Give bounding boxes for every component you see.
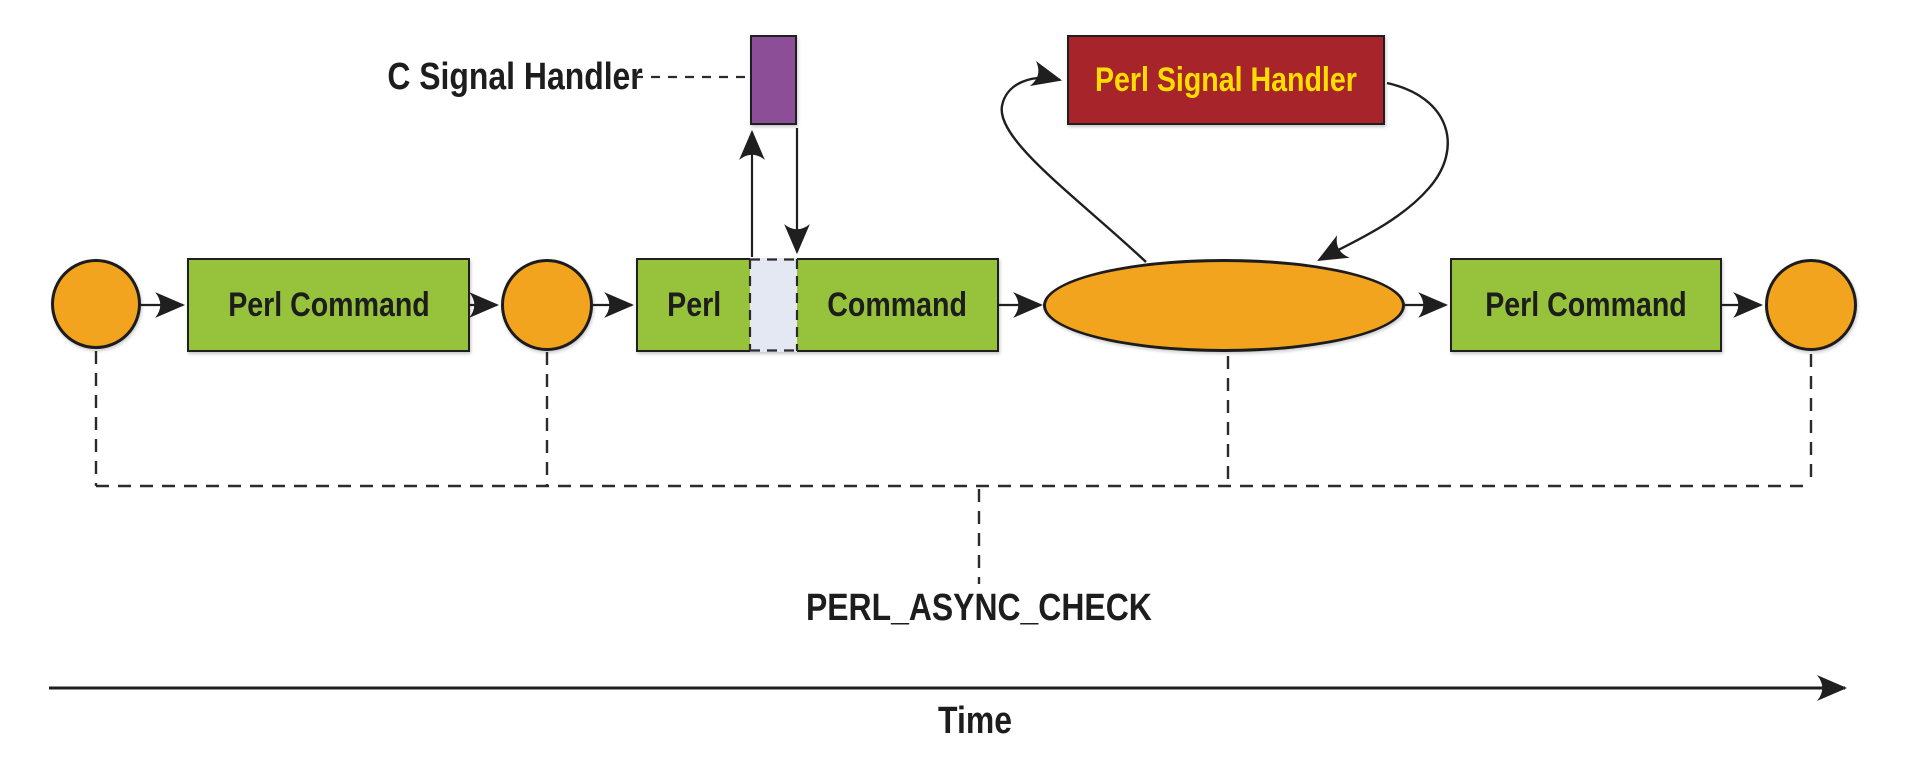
interrupted-box-command-text: Command [827,285,967,324]
time-axis-label: Time [875,698,1075,744]
c-signal-handler-label-text: C Signal Handler [387,55,643,98]
c-signal-handler-bar [750,35,797,125]
time-axis-label-text: Time [938,699,1012,742]
perl-async-check-label-text: PERL_ASYNC_CHECK [806,586,1152,629]
state-circle-2 [501,259,593,351]
interrupted-perl-command-box: Perl Command [636,258,999,352]
perl-signal-handler-box-text: Perl Signal Handler [1095,60,1357,99]
interrupted-box-perl-text: Perl [667,285,721,324]
state-circle-1 [51,259,141,349]
state-circle-3 [1765,259,1857,351]
perl-command-box-1-text: Perl Command [227,285,430,324]
perl-command-box-1: Perl Command [187,258,470,352]
interrupted-box-command-segment: Command [797,260,997,350]
perl-command-box-2-text: Perl Command [1485,285,1687,324]
perl-command-box-2: Perl Command [1450,258,1722,352]
perl-signal-handler-box: Perl Signal Handler [1067,35,1385,125]
perl-async-check-label: PERL_ASYNC_CHECK [779,585,1179,631]
interrupted-box-perl-segment: Perl [638,260,750,350]
async-check-ellipse [1043,259,1405,352]
signal-interruption-gap [750,258,797,352]
c-signal-handler-label: C Signal Handler [360,53,670,101]
